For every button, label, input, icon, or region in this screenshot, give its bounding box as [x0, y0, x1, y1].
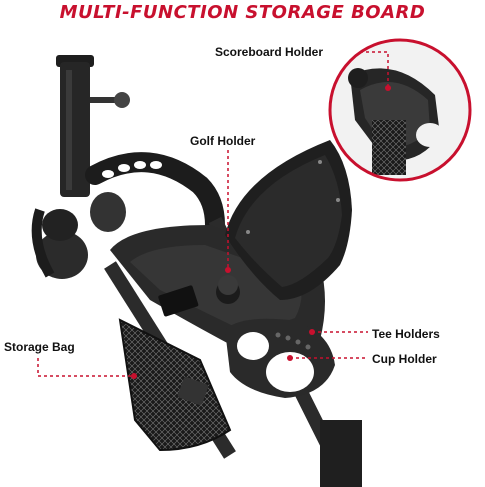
- golf-holder-part: [218, 275, 238, 295]
- scoreboard-inset: [328, 38, 472, 182]
- callout-storage-bag: Storage Bag: [4, 340, 75, 354]
- callout-lines: [37, 51, 389, 377]
- page-title: MULTI-FUNCTION STORAGE BOARD: [59, 2, 426, 23]
- handlebar: [85, 152, 225, 235]
- umbrella-holder: [56, 55, 130, 197]
- mesh-storage-bag: [118, 318, 232, 452]
- callout-scoreboard-holder: Scoreboard Holder: [215, 45, 324, 59]
- callout-dots: [131, 85, 391, 379]
- callout-golf-holder: Golf Holder: [190, 134, 256, 148]
- scoreboard-lid: [225, 140, 352, 300]
- callout-cup-holder: Cup Holder: [372, 352, 437, 366]
- handle-knobs: [31, 192, 126, 279]
- callout-tee-holders: Tee Holders: [372, 327, 440, 341]
- cup-tee-holder: [225, 318, 335, 398]
